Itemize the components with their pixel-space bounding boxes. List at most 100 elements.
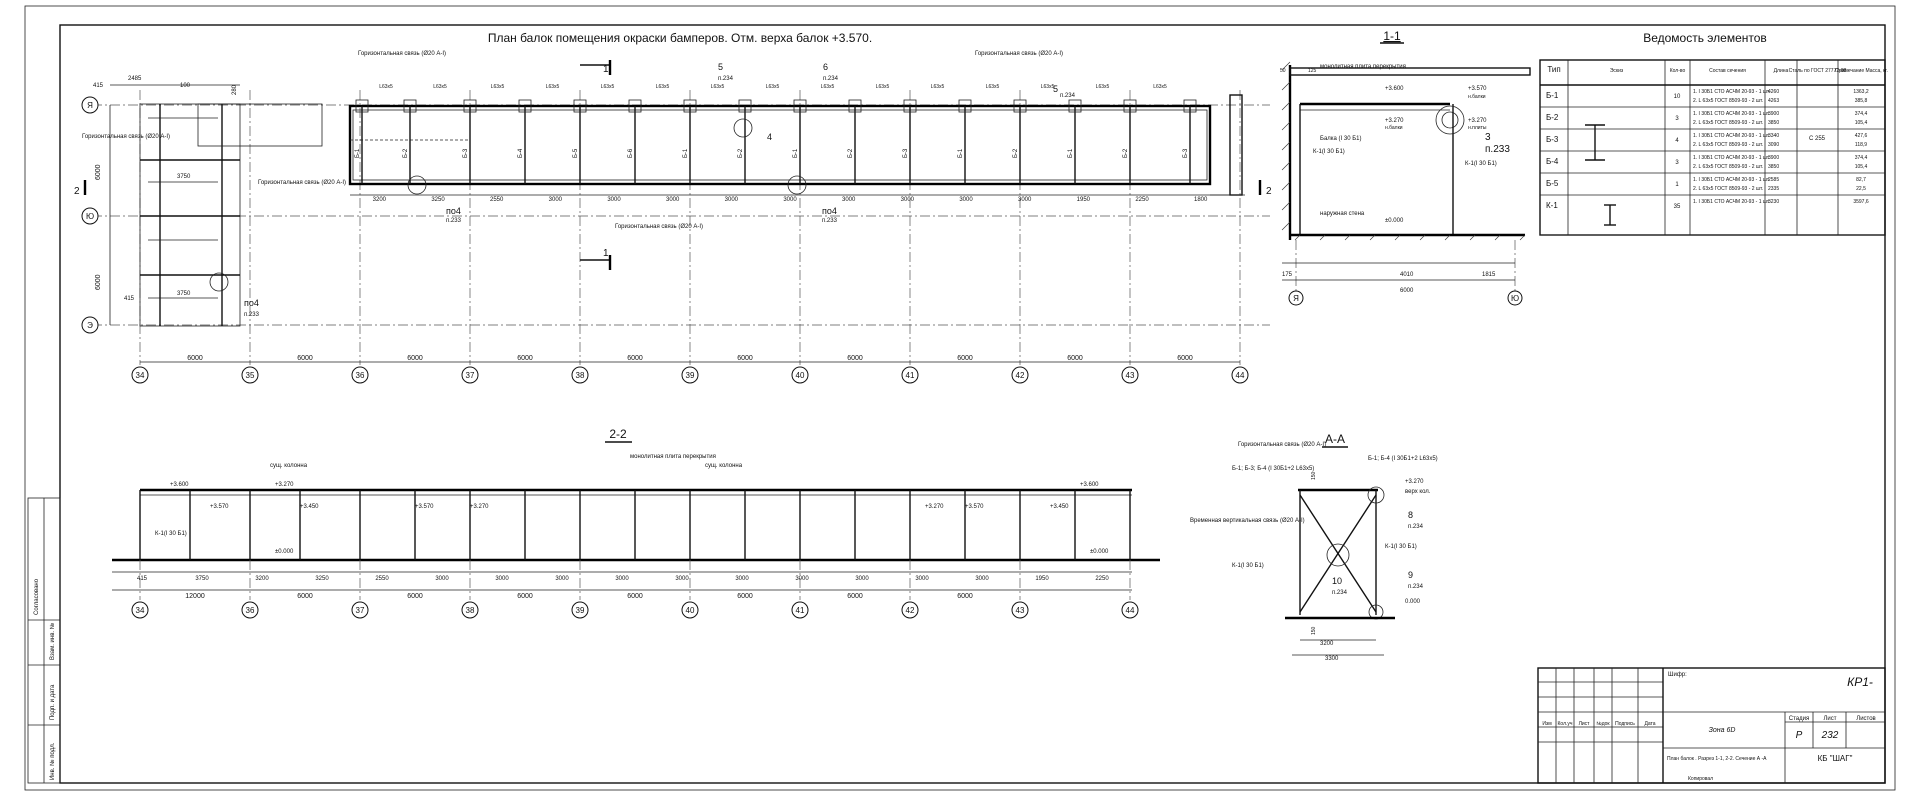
s22-axis-bubble xyxy=(461,601,479,619)
aa-note-4: К-1(I 30 Б1) xyxy=(1232,563,1264,569)
aa-callout-8: 8 xyxy=(1408,510,1413,520)
s22-bottom-dim: 3750 xyxy=(195,576,209,582)
aa-dim-0: 3200 xyxy=(1320,641,1334,647)
stamp-col-label: Подпись xyxy=(1615,721,1635,727)
s22-level-mark: ±0.000 xyxy=(275,549,294,555)
plan-col-axis-label: 39 xyxy=(686,371,695,380)
stamp-format: Копировал xyxy=(1688,776,1713,782)
s22-axis-label: 38 xyxy=(466,606,475,615)
plan-col-axis-label: 34 xyxy=(136,371,145,380)
s22-axis-bubble xyxy=(791,601,809,619)
table-header: Сталь по ГОСТ 27772-88 xyxy=(1789,68,1847,74)
plan-angle-label: L63x5 xyxy=(433,84,447,90)
stamp-col-label: №док xyxy=(1596,721,1610,727)
table-length: 3900 xyxy=(1768,155,1779,161)
s22-bottom-dim: 1950 xyxy=(1035,576,1049,582)
plan-col-axis-bubble xyxy=(1231,366,1249,384)
s22-span-dim: 6000 xyxy=(737,593,753,600)
plan-inner-dim: 3000 xyxy=(607,197,621,203)
stamp-description: План балок . Разрез 1-1, 2-2. Сечение А … xyxy=(1667,756,1767,762)
plan-inner-dim: 3000 xyxy=(842,197,856,203)
s22-axis-label: 36 xyxy=(246,606,255,615)
plan-span-dim: 6000 xyxy=(407,355,423,362)
section-22-title: 2-2 xyxy=(609,427,627,441)
plan-column-node xyxy=(628,99,642,113)
table-part: 1. I 30Б1 СТО АСЧМ 20-93 - 1 шт. xyxy=(1693,133,1770,139)
s22-level-mark: ±0.000 xyxy=(1090,549,1109,555)
s22-span-dim: 6000 xyxy=(297,593,313,600)
section-mark-1-top: 1 xyxy=(603,64,609,75)
ground-hatch-11 xyxy=(1294,234,1526,241)
plan-beam-label: Б-5 xyxy=(573,148,579,158)
plan-col-axis-label: 42 xyxy=(1016,371,1025,380)
plan-column-node xyxy=(1013,99,1027,113)
s22-span-dim: 12000 xyxy=(185,593,205,600)
s22-bottom-dim: 3000 xyxy=(495,576,509,582)
table-part: 2. L 63x5 ГОСТ 8509-93 - 2 шт. xyxy=(1693,98,1763,104)
s22-span-dim: 6000 xyxy=(847,593,863,600)
plan-col-axis-bubble xyxy=(791,366,809,384)
aa-callout-8-ref: п.234 xyxy=(1408,524,1424,530)
stamp-doc-label: Шифр: xyxy=(1668,672,1687,678)
s22-axis-bubble xyxy=(1121,601,1139,619)
aa-note-5: К-1(I 30 Б1) xyxy=(1385,544,1417,550)
plan-inner-dim: 3000 xyxy=(1018,197,1032,203)
plan-span-dim: 6000 xyxy=(1067,355,1083,362)
table-part: 1. I 30Б1 СТО АСЧМ 20-93 - 1 шт. xyxy=(1693,177,1770,183)
s22-axis-label: 37 xyxy=(356,606,365,615)
section-mark-1-bottom: 1 xyxy=(603,248,609,259)
left-dim-3: 280 xyxy=(232,84,238,95)
s11-label-col-b: К-1(I 30 Б1) xyxy=(1465,161,1497,167)
plan-beam-frame xyxy=(348,104,1212,186)
table-length: 4260 xyxy=(1768,89,1779,95)
side-label-replace: Взам. инв. № xyxy=(49,623,56,660)
plan-angle-label: L63x5 xyxy=(601,84,615,90)
plan-angle-label: L63x5 xyxy=(766,84,780,90)
plan-inner-dim: 3000 xyxy=(901,197,915,203)
aa-dim-1: 3300 xyxy=(1325,656,1339,662)
s22-level-mark: +3.450 xyxy=(300,504,319,510)
s22-axis-label: 40 xyxy=(686,606,695,615)
plan-span-dim: 6000 xyxy=(627,355,643,362)
sheet-frame xyxy=(59,24,1886,784)
plan-row-axis-bubble xyxy=(81,316,99,334)
table-mass: 22,5 xyxy=(1856,186,1866,192)
plan-column-node xyxy=(573,99,587,113)
table-part: 1. I 30Б1 СТО АСЧМ 20-93 - 1 шт. xyxy=(1693,199,1770,205)
stamp-sheets-head: Листов xyxy=(1856,716,1876,722)
aa-callout-9-ref: п.234 xyxy=(1408,584,1424,590)
s22-note-col-b: сущ. колонна xyxy=(705,463,743,469)
table-mass: 374,4 xyxy=(1855,111,1868,117)
plan-inner-dim: 3200 xyxy=(373,197,387,203)
plan-col-axis-bubble xyxy=(1011,366,1029,384)
plan-col-axis-bubble xyxy=(901,366,919,384)
s22-bottom-dim: 3000 xyxy=(675,576,689,582)
aa-note-2: Б-1; Б-4 (I 30Б1+2 L63x5) xyxy=(1368,456,1438,462)
stamp-col-label: Лист xyxy=(1579,721,1591,727)
aa-note-0: Горизонтальная связь (Ø20 А-I) xyxy=(1238,442,1326,448)
left-dim-7: 3750 xyxy=(177,291,191,297)
s22-level-mark: +3.450 xyxy=(1050,504,1069,510)
axis-ya-11 xyxy=(1288,290,1304,306)
plan-angle-label: L63x5 xyxy=(546,84,560,90)
plan-angle-label: L63x5 xyxy=(931,84,945,90)
plan-angle-label: L63x5 xyxy=(711,84,725,90)
plan-column-node xyxy=(518,99,532,113)
table-length: 3900 xyxy=(1768,111,1779,117)
plan-col-axis-label: 44 xyxy=(1236,371,1245,380)
plan-col-axis-label: 37 xyxy=(466,371,475,380)
table-type: Б-5 xyxy=(1546,179,1559,188)
plan-span-dim: 6000 xyxy=(1177,355,1193,362)
plan-row-axis-bubble xyxy=(81,96,99,114)
s22-span-dim: 6000 xyxy=(627,593,643,600)
left-dim-5: 6000 xyxy=(95,274,102,290)
s11-dim-4: 125 xyxy=(1308,68,1317,74)
section-11-title: 1-1 xyxy=(1383,29,1401,43)
plan-note-1: Горизонтальная связь (Ø20 А-I) xyxy=(82,134,170,140)
plan-column-node xyxy=(1068,99,1082,113)
plan-beam-label: Б-1 xyxy=(683,148,689,158)
s11-dim-2: 1815 xyxy=(1482,272,1496,278)
table-mass: 427,6 xyxy=(1855,133,1868,139)
table-header: Кол-во xyxy=(1670,68,1686,74)
s22-axis-bubble xyxy=(901,601,919,619)
